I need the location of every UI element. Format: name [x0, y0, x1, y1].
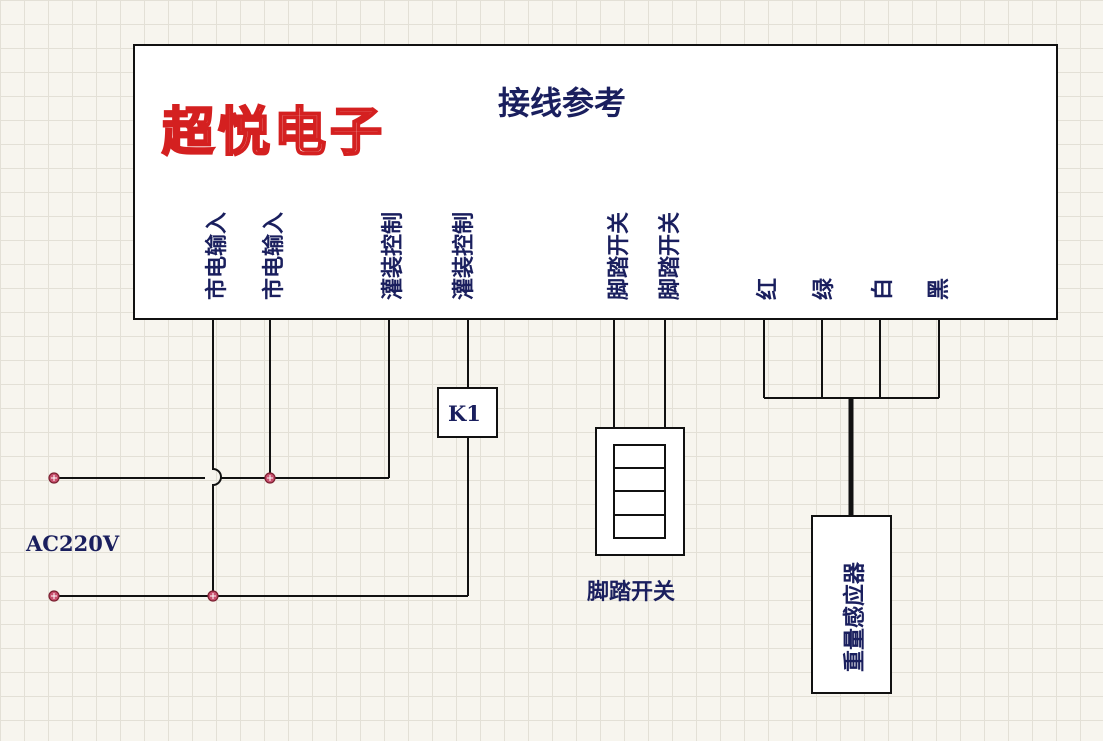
foot-switch-pedal-icon [613, 444, 666, 539]
junction-node-lower [207, 590, 219, 602]
ac-voltage-label: AC220V [25, 531, 120, 556]
diagram-title: 接线参考 [498, 84, 626, 122]
relay-k1-label: K1 [448, 401, 481, 426]
terminal-label-foot-switch-2: 脚踏开关 [658, 212, 683, 300]
terminal-node-ac-upper [48, 472, 60, 484]
weight-sensor-box [811, 515, 892, 694]
terminal-label-fill-control-2: 灌装控制 [451, 212, 477, 300]
terminal-label-white: 白 [870, 278, 896, 300]
brand-logo-panel [155, 88, 407, 166]
wire-sensor-bundle [763, 319, 940, 399]
wire-mains-in-1 [212, 319, 222, 596]
foot-switch-label: 脚踏开关 [587, 579, 675, 605]
terminal-label-black: 黑 [927, 278, 952, 300]
terminal-node-ac-lower [48, 590, 60, 602]
wire-foot-switch [613, 319, 666, 445]
brand-logo: 超悦电子 [162, 102, 386, 163]
junction-node-upper [264, 472, 276, 484]
terminal-label-mains-in-2: 市电输入 [261, 212, 287, 300]
terminal-label-red: 红 [755, 278, 781, 300]
terminal-label-foot-switch-1: 脚踏开关 [607, 212, 632, 300]
terminal-label-fill-control-1: 灌装控制 [380, 212, 406, 300]
weight-sensor-label: 重量感应器 [842, 561, 868, 672]
terminal-label-green: 绿 [811, 277, 837, 300]
terminal-label-mains-in-1: 市电输入 [204, 212, 230, 300]
